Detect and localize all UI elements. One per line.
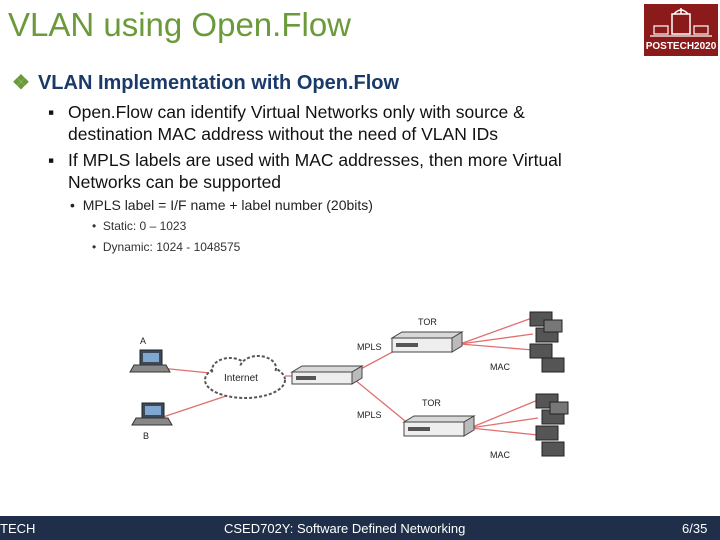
top-switch-icon — [390, 331, 464, 353]
footer-bar: TECH CSED702Y: Software Defined Networki… — [0, 516, 720, 540]
network-links — [159, 317, 539, 436]
page-number: 6/35 — [682, 521, 708, 536]
label-b: B — [143, 431, 149, 441]
slide-title: VLAN using Open.Flow — [8, 6, 352, 43]
bullet-line: If MPLS labels are used with MAC address… — [68, 150, 562, 170]
label-mpls-bottom: MPLS — [357, 410, 382, 420]
label-tor-bottom: TOR — [422, 398, 441, 408]
dot-bullet-icon: • — [92, 240, 103, 254]
label-tor-top: TOR — [418, 317, 437, 327]
laptop-a-icon — [129, 349, 171, 373]
sub-sub-bullet: • Static: 0 – 1023 — [92, 219, 186, 233]
postech-logo: POSTECH2020 — [644, 4, 718, 56]
section-heading: ❖ VLAN Implementation with Open.Flow — [12, 70, 399, 95]
top-servers-icon — [529, 311, 565, 373]
bottom-switch-icon — [402, 415, 476, 437]
sub-bullet: • MPLS label = I/F name + label number (… — [70, 197, 373, 213]
bullet-line: Networks can be supported — [68, 172, 282, 192]
label-internet: Internet — [224, 373, 258, 384]
label-mpls-top: MPLS — [357, 342, 382, 352]
sub-sub-bullet-text: Dynamic: 1024 - 1048575 — [102, 240, 241, 254]
internet-cloud-icon — [204, 355, 286, 399]
diamond-bullet-icon: ❖ — [12, 72, 30, 94]
bottom-servers-icon — [535, 393, 569, 457]
label-mac-bottom: MAC — [490, 450, 511, 460]
bullet-line: Open.Flow can identify Virtual Networks … — [68, 102, 525, 122]
square-bullet-icon: ▪ — [48, 150, 55, 170]
logo-text: POSTECH2020 — [645, 41, 717, 52]
center-switch-icon — [290, 365, 364, 385]
bullet-item: ▪ If MPLS labels are used with MAC addre… — [48, 149, 668, 193]
heading-text: VLAN Implementation with Open.Flow — [37, 72, 400, 94]
square-bullet-icon: ▪ — [48, 102, 55, 122]
footer-course-title: CSED702Y: Software Defined Networking — [224, 521, 466, 536]
label-mac-top: MAC — [490, 362, 511, 372]
laptop-b-icon — [131, 402, 173, 426]
dot-bullet-icon: • — [70, 197, 83, 213]
logo-emblem-icon — [650, 8, 712, 37]
bullet-item: ▪ Open.Flow can identify Virtual Network… — [48, 101, 668, 145]
label-a: A — [140, 336, 146, 346]
footer-left-text: TECH — [0, 521, 36, 536]
dot-bullet-icon: • — [92, 219, 103, 233]
bullet-line: destination MAC address without the need… — [68, 124, 498, 144]
sub-bullet-text: MPLS label = I/F name + label number (20… — [82, 197, 373, 213]
sub-sub-bullet-text: Static: 0 – 1023 — [102, 219, 187, 233]
network-diagram: TOR A MPLS MAC Internet TOR MPLS B MAC — [129, 311, 569, 460]
sub-sub-bullet: • Dynamic: 1024 - 1048575 — [92, 240, 240, 254]
